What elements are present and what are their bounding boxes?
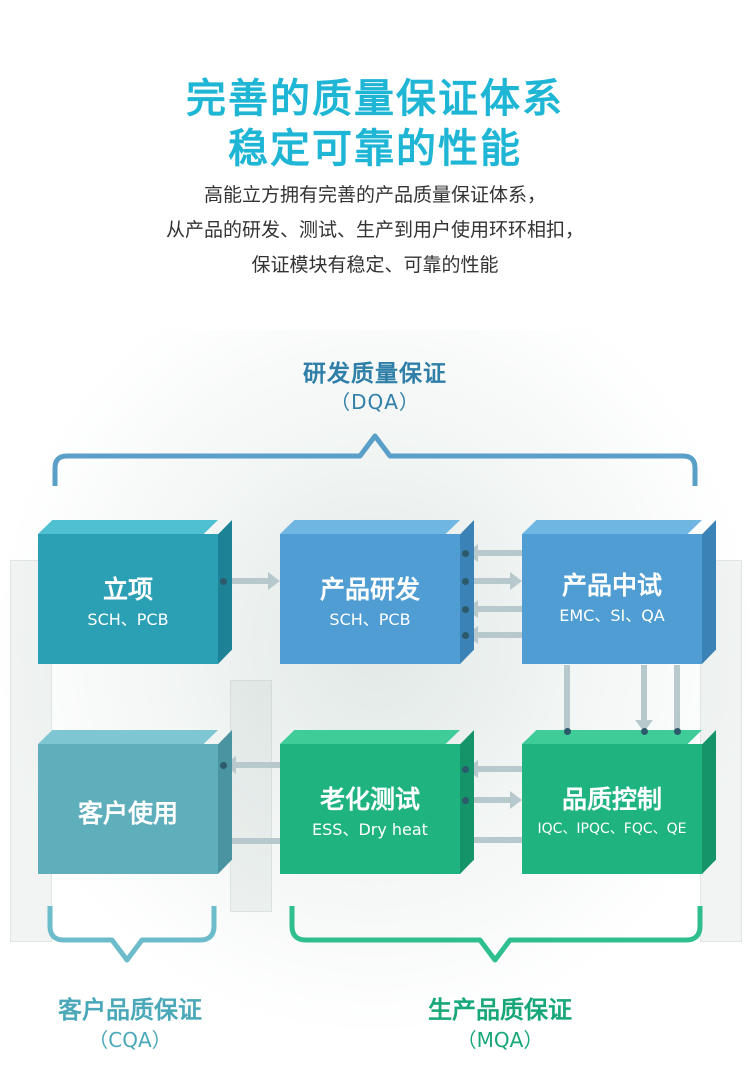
background-image <box>0 330 750 1030</box>
title-line-2: 稳定可靠的性能 <box>228 126 522 172</box>
box-front-face <box>522 534 702 664</box>
mqa-label: 生产品质保证 <box>428 996 572 1024</box>
arrow-zhongshi-to-pinzhi <box>635 665 653 732</box>
box-side-face <box>460 520 474 664</box>
box-side-face <box>218 730 232 874</box>
connector-dot <box>564 728 571 735</box>
description-line-1: 高能立方拥有完善的产品质量保证体系， <box>203 184 546 206</box>
connector-dot <box>220 578 227 585</box>
box-top-face <box>280 730 460 744</box>
arrow-laohua-to-kehu <box>224 756 280 774</box>
cqa-label: 客户品质保证 <box>58 996 202 1024</box>
arrow-pinzhi-to-laohua <box>466 760 522 778</box>
connector-dot <box>462 550 469 557</box>
box-zhongshi: 产品中试 EMC、SI、QA <box>522 520 716 664</box>
cqa-code: （CQA） <box>88 1028 172 1052</box>
box-front-face <box>38 744 218 874</box>
dqa-code: （DQA） <box>330 390 420 414</box>
box-top-face <box>38 730 218 744</box>
connector-zhongshi-pinzhi <box>564 665 570 731</box>
box-front-face <box>38 534 218 664</box>
background-rack <box>230 680 272 912</box>
box-laohua-title: 老化测试 <box>319 785 420 814</box>
description-line-2: 从产品的研发、测试、生产到用户使用环环相扣， <box>165 219 584 241</box>
connector-dot <box>462 578 469 585</box>
box-pinzhi-subtitle: IQC、IPQC、FQC、QE <box>537 821 687 837</box>
box-yanfa-subtitle: SCH、PCB <box>329 610 411 629</box>
connector-laohua-pinzhi <box>466 837 522 843</box>
connector-kehu-laohua <box>224 838 280 844</box>
box-front-face <box>280 534 460 664</box>
box-side-face <box>702 730 716 874</box>
box-kehu-title: 客户使用 <box>77 799 178 828</box>
box-front-face <box>280 744 460 874</box>
box-yanfa: 产品研发 SCH、PCB <box>280 520 474 664</box>
connector-dot <box>462 766 469 773</box>
box-top-face <box>280 520 460 534</box>
box-yanfa-title: 产品研发 <box>319 575 420 604</box>
arrow-zhongshi-to-yanfa <box>466 544 522 562</box>
connector-dot <box>462 797 469 804</box>
box-side-face <box>702 520 716 664</box>
connector-dot <box>462 606 469 613</box>
box-zhongshi-title: 产品中试 <box>561 571 662 600</box>
box-kehu: 客户使用 <box>38 730 232 874</box>
arrow-zhongshi-to-yanfa <box>466 600 522 618</box>
cqa-bracket <box>47 906 217 963</box>
arrow-laohua-to-pinzhi <box>466 791 522 809</box>
connector-zhongshi-pinzhi <box>674 665 680 731</box>
box-side-face <box>218 520 232 664</box>
box-top-face <box>38 520 218 534</box>
box-pinzhi: 品质控制 IQC、IPQC、FQC、QE <box>522 730 716 874</box>
connector-dot <box>641 728 648 735</box>
dqa-label: 研发质量保证 <box>303 361 447 387</box>
box-laohua-subtitle: ESS、Dry heat <box>312 820 428 839</box>
arrow-zhongshi-to-yanfa <box>466 626 522 644</box>
connector-dot <box>674 728 681 735</box>
description-line-3: 保证模块有稳定、可靠的性能 <box>251 254 499 276</box>
dqa-bracket <box>52 433 698 486</box>
box-top-face <box>522 520 702 534</box>
mqa-bracket <box>289 906 703 963</box>
title-line-1: 完善的质量保证体系 <box>186 76 564 122</box>
box-lixiang-subtitle: SCH、PCB <box>87 610 169 629</box>
connector-dot <box>220 762 227 769</box>
box-lixiang: 立项 SCH、PCB <box>38 520 232 664</box>
box-pinzhi-title: 品质控制 <box>561 785 662 814</box>
box-lixiang-title: 立项 <box>102 575 153 604</box>
mqa-code: （MQA） <box>456 1028 544 1052</box>
box-front-face <box>522 744 702 874</box>
box-zhongshi-subtitle: EMC、SI、QA <box>559 606 665 625</box>
connector-dot <box>462 632 469 639</box>
arrow-lixiang-to-yanfa <box>224 572 280 590</box>
arrow-yanfa-to-zhongshi <box>466 572 522 590</box>
box-laohua: 老化测试 ESS、Dry heat <box>280 730 474 874</box>
